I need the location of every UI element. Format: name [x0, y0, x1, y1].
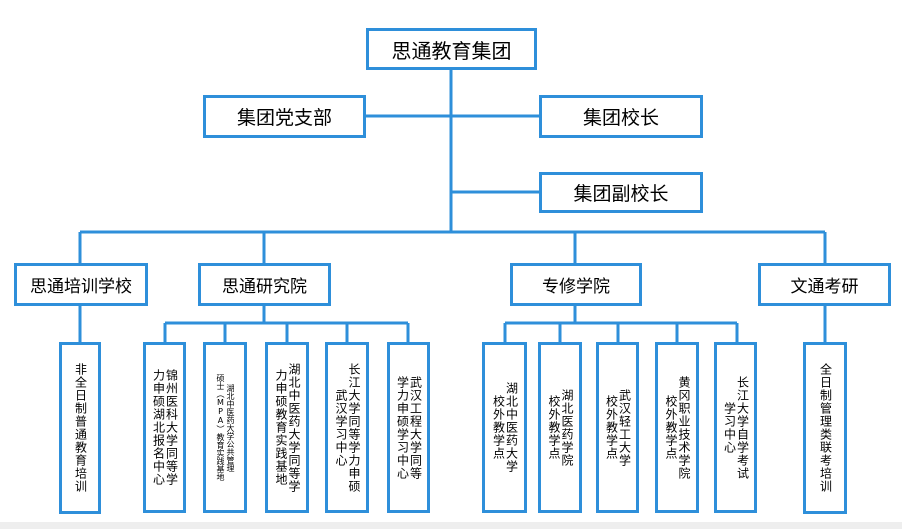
node-text-line2: 力申硕湖北报名中心 [151, 369, 166, 486]
node-text-line2: 校外教学点 [604, 395, 619, 460]
node-text-line2: 校外教学点 [491, 395, 506, 460]
node-management-exam-training: 全日制管理类联考培训 [803, 342, 847, 514]
node-text-line2: 学习中心 [722, 401, 737, 454]
party-branch-node: 集团党支部 [203, 95, 366, 138]
node-hubei-medical-teaching-point: 湖北医药学院 校外教学点 [538, 342, 582, 513]
division-training-school: 思通培训学校 [14, 263, 148, 306]
node-yangtze-university: 长江大学同等学力申硕 武汉学习中心 [325, 342, 369, 513]
division-kaoyan: 文通考研 [758, 263, 891, 306]
node-hubei-tcm-mpa: 湖北中医药大学公共管理 硕士（MPA）教育实践基地 [203, 342, 247, 513]
node-text-line1: 湖北中医药大学公共管理 [226, 383, 235, 472]
node-yangtze-self-study-center: 长江大学自学考试 学习中心 [714, 342, 757, 513]
node-text: 非全日制普通教育培训 [73, 363, 88, 493]
node-huanggang-teaching-point: 黄冈职业技术学院 校外教学点 [655, 342, 699, 513]
node-text-line2: 学力申硕学习中心 [395, 375, 410, 480]
vice-president-node: 集团副校长 [539, 172, 703, 213]
node-wuhan-engineering: 武汉工程大学同等 学力申硕学习中心 [387, 342, 430, 513]
node-text-line2: 校外教学点 [547, 395, 561, 460]
node-text-line2: 力申硕教育实践基地 [274, 369, 288, 486]
root-node: 思通教育集团 [366, 28, 537, 70]
division-research-institute: 思通研究院 [198, 263, 331, 306]
node-text-line2: 武汉学习中心 [334, 388, 348, 467]
node-hubei-tcm-teaching-point: 湖北中医药大学 校外教学点 [482, 342, 527, 513]
node-wuhan-light-industry-teaching-point: 武汉轻工大学 校外教学点 [596, 342, 639, 513]
node-text-line1: 武汉轻工大学 [617, 388, 632, 467]
node-text-line1: 锦州医科大学同等学 [164, 369, 179, 486]
node-text-line1: 长江大学自学考试 [735, 375, 750, 480]
division-vocational-college: 专修学院 [510, 263, 642, 306]
node-text-line1: 武汉工程大学同等 [408, 375, 423, 480]
node-text-line1: 长江大学同等学力申硕 [347, 362, 361, 493]
node-text-line2: 校外教学点 [664, 395, 678, 460]
node-text-line1: 湖北医药学院 [560, 388, 574, 467]
node-text: 全日制管理类联考培训 [818, 363, 833, 493]
node-hubei-tcm-practice: 湖北中医药大学同等学 力申硕教育实践基地 [265, 342, 309, 513]
node-text-line1: 湖北中医药大学同等学 [287, 362, 301, 493]
president-node: 集团校长 [539, 95, 703, 138]
bottom-strip [0, 522, 902, 529]
node-fulltime-training: 非全日制普通教育培训 [59, 342, 101, 514]
node-text-line1: 黄冈职业技术学院 [677, 375, 691, 480]
node-text-line1: 湖北中医药大学 [504, 382, 519, 473]
node-text-line2: 硕士（MPA）教育实践基地 [216, 374, 225, 481]
node-jinzhou-medical: 锦州医科大学同等学 力申硕湖北报名中心 [143, 342, 186, 513]
